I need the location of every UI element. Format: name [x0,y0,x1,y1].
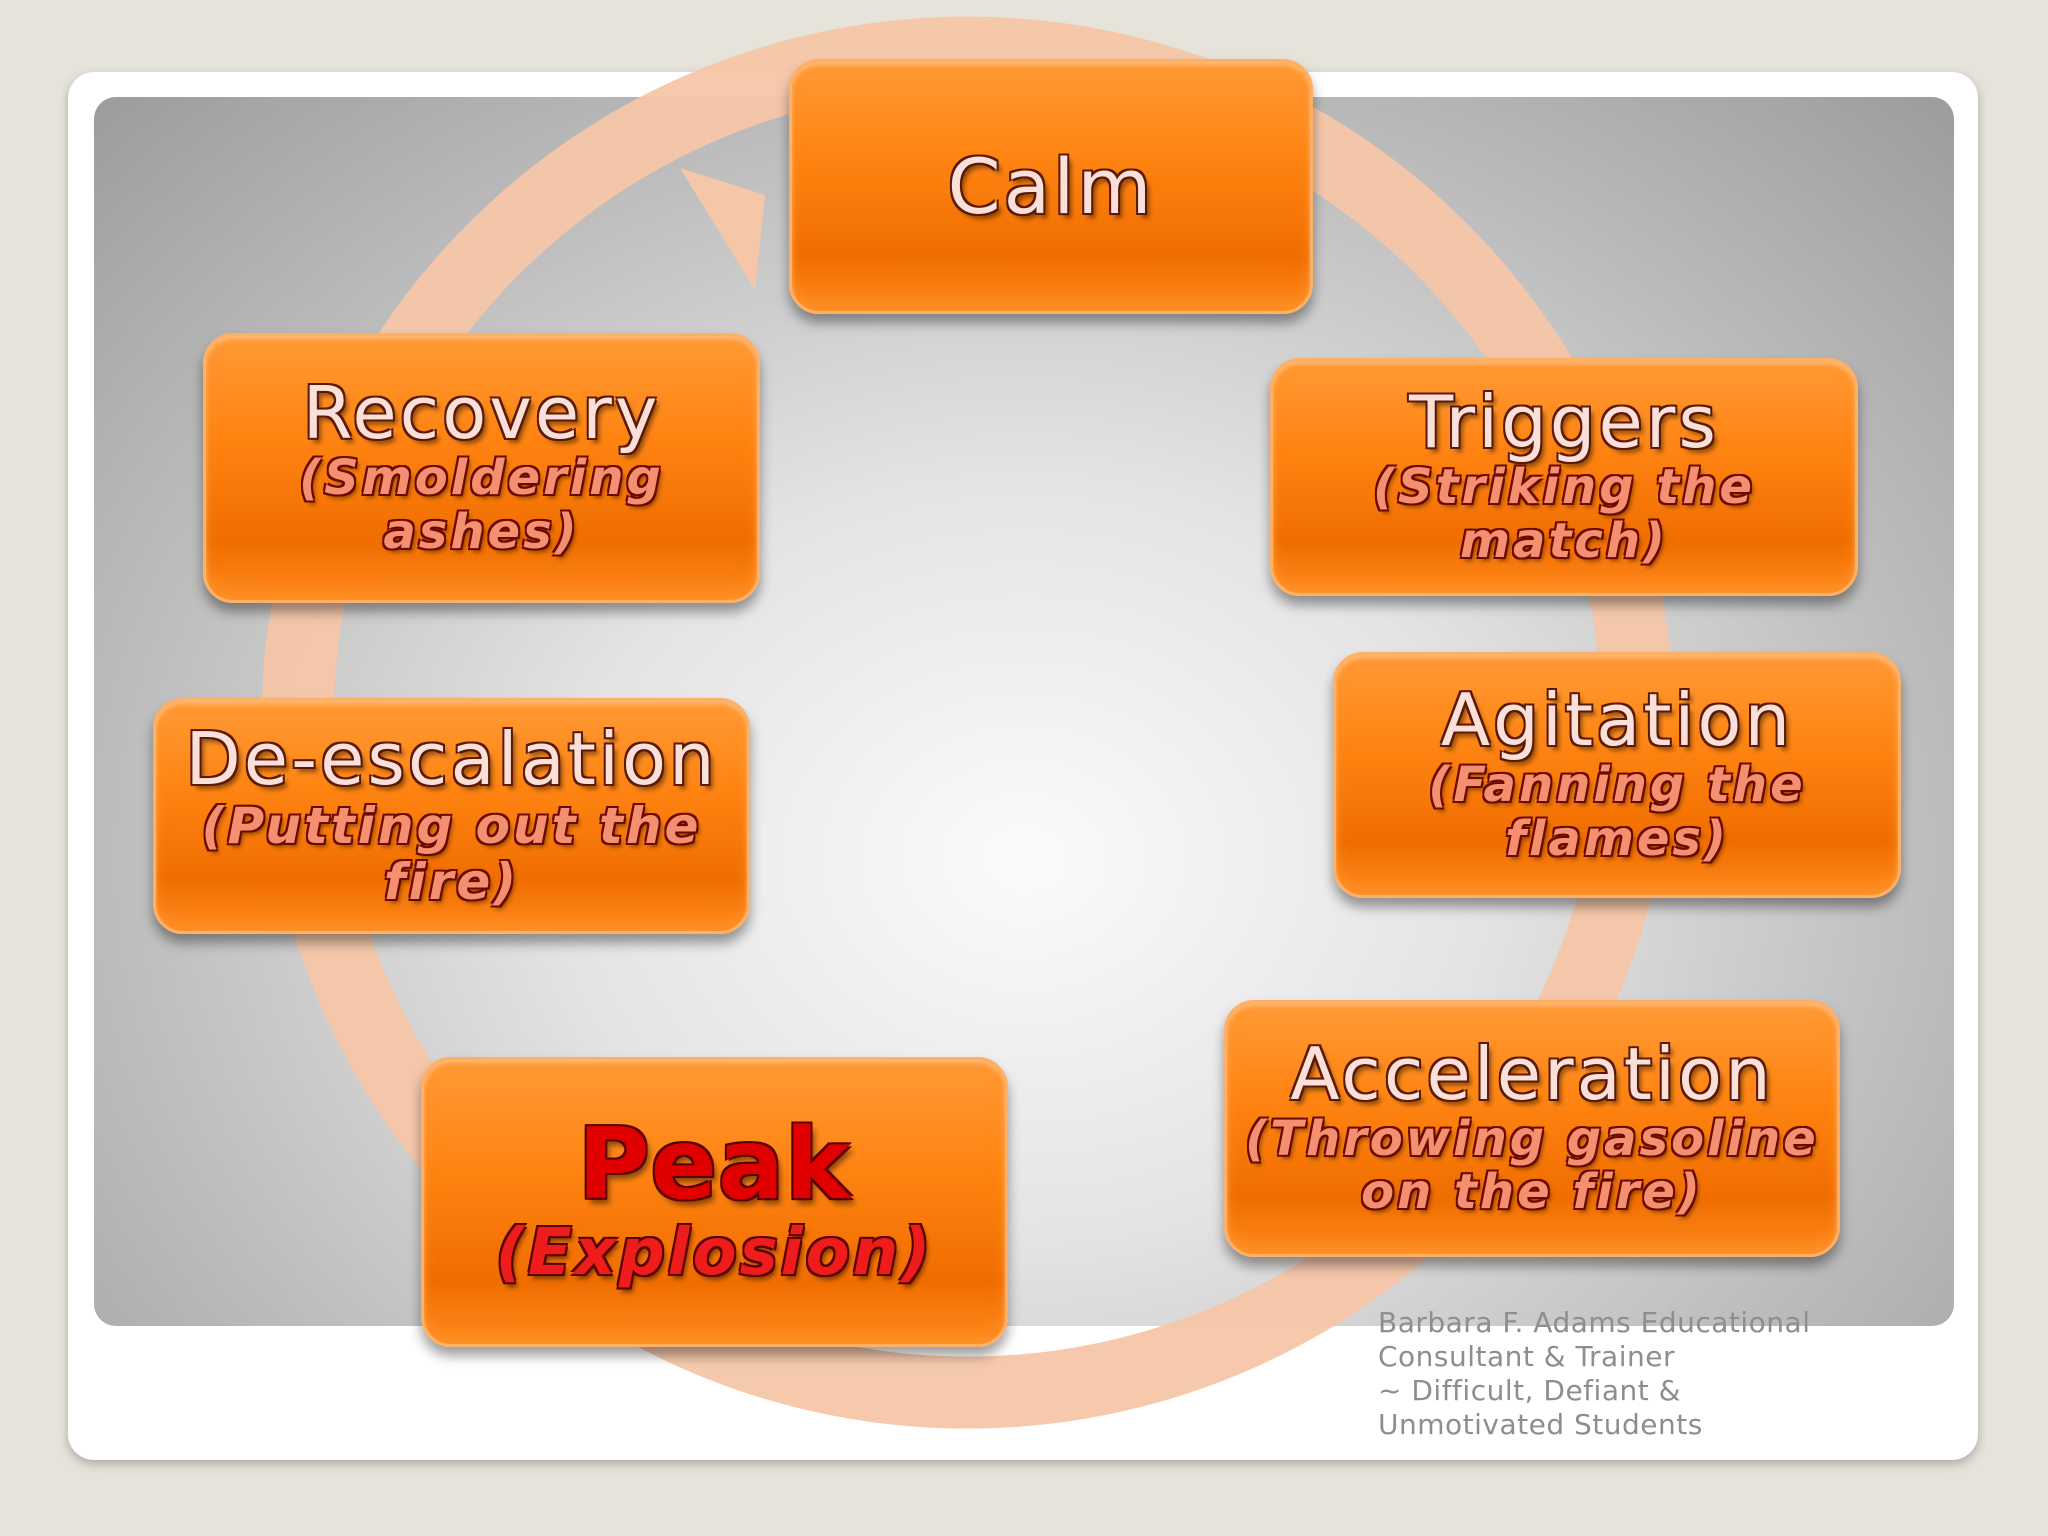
stage-acceleration-subtitle-1: (Throwing gasoline [1245,1110,1819,1167]
stage-peak-title: Peak [577,1107,852,1222]
stage-agitation: Agitation (Fanning the flames) [1333,652,1901,898]
credit-line-3: ~ Difficult, Defiant & [1378,1374,1681,1407]
stage-agitation-title: Agitation [1440,678,1794,763]
stage-peak: Peak (Explosion) [421,1057,1008,1347]
stage-peak-subtitle: (Explosion) [495,1215,934,1290]
stage-recovery-subtitle-1: (Smoldering [299,450,664,507]
credit-line-1: Barbara F. Adams Educational [1378,1306,1811,1339]
credit-line-4: Unmotivated Students [1378,1408,1703,1441]
stage-de-escalation-title: De-escalation [185,717,718,802]
stage-acceleration-subtitle-2: on the fire) [1361,1164,1703,1221]
stage-recovery: Recovery (Smoldering ashes) [203,333,760,603]
stage-triggers-subtitle-2: match) [1460,512,1668,569]
stage-acceleration-title: Acceleration [1290,1031,1774,1116]
stage-triggers-title: Triggers [1409,380,1719,465]
stage-recovery-subtitle-2: ashes) [383,503,580,560]
stage-calm-title: Calm [947,141,1155,231]
stage-triggers: Triggers (Striking the match) [1270,358,1858,596]
stage-agitation-subtitle-1: (Fanning the [1428,757,1806,814]
stage-de-escalation: De-escalation (Putting out the fire) [153,698,750,934]
stage-de-escalation-subtitle-2: fire) [383,852,520,911]
stage-triggers-subtitle-1: (Striking the [1373,459,1755,516]
stage-calm: Calm [789,59,1313,314]
credit-line-2: Consultant & Trainer [1378,1340,1675,1373]
credit-text: Barbara F. Adams Educational Consultant … [1378,1306,1898,1442]
stage-acceleration: Acceleration (Throwing gasoline on the f… [1224,1000,1840,1257]
stage-de-escalation-subtitle-1: (Putting out the [201,796,702,855]
stage-agitation-subtitle-2: flames) [1505,810,1729,867]
cycle-arrowhead [680,168,765,290]
stage-recovery-title: Recovery [302,371,661,456]
